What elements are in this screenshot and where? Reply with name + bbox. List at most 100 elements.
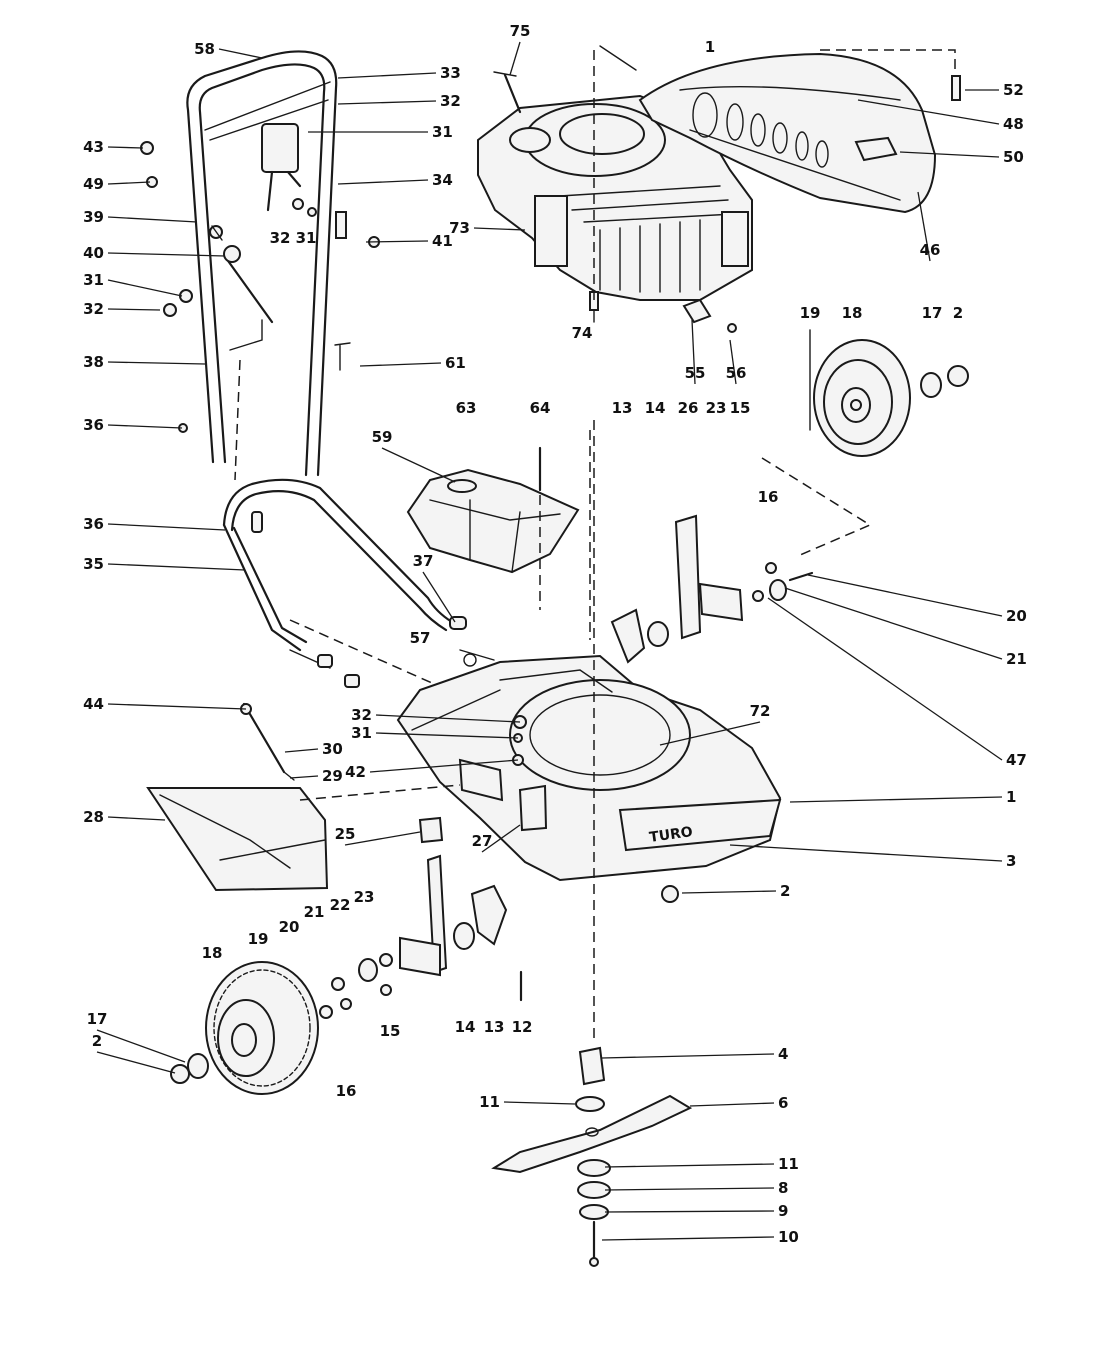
- screw-56: [727, 323, 737, 333]
- part-label-52: 52: [1003, 81, 1024, 99]
- part-label-15: 15: [380, 1022, 401, 1040]
- rear-chute: [146, 702, 461, 892]
- leader-line-37: [422, 571, 456, 623]
- part-label-15: 15: [730, 399, 751, 417]
- leader-line-47: [767, 597, 1003, 761]
- part-label-37: 37: [413, 552, 434, 570]
- part-label-4: 4: [778, 1045, 788, 1063]
- part-label-56: 56: [726, 364, 747, 382]
- leader-line-73: [473, 227, 526, 231]
- part-label-44: 44: [83, 695, 104, 713]
- leader-line-36: [107, 424, 183, 429]
- nut-32-side: [163, 303, 177, 317]
- fuel-cap: [509, 127, 551, 153]
- part-label-11: 11: [479, 1093, 500, 1111]
- part-label-14: 14: [455, 1018, 476, 1036]
- axle-parts-left: [319, 854, 523, 1019]
- part-label-16: 16: [758, 488, 779, 506]
- blade-adapter-4: [578, 1046, 606, 1086]
- washer-19-left: [319, 1005, 333, 1019]
- leader-line-32: [375, 714, 521, 723]
- cap-2-right: [947, 365, 969, 387]
- part-label-33: 33: [440, 64, 461, 82]
- part-label-31: 31: [351, 724, 372, 742]
- part-label-19: 19: [800, 304, 821, 322]
- leader-line-1: [789, 796, 1003, 803]
- part-label-36: 36: [83, 515, 104, 533]
- leader-line-46: [917, 191, 931, 262]
- part-label-8: 8: [778, 1179, 788, 1197]
- part-label-72: 72: [750, 702, 771, 720]
- part-label-64: 64: [530, 399, 551, 417]
- guard-plate: [406, 446, 580, 610]
- part-label-32: 32: [440, 92, 461, 110]
- bracket-34: [335, 211, 347, 239]
- leader-line-2: [96, 1051, 176, 1074]
- washer-14: [647, 621, 669, 647]
- leader-line-55: [691, 319, 696, 385]
- leader-line-9: [604, 1210, 775, 1213]
- part-label-47: 47: [1006, 751, 1027, 769]
- part-label-46: 46: [920, 241, 941, 259]
- leader-line-50: [899, 151, 1000, 158]
- engine-block-side: [534, 195, 568, 267]
- part-label-42: 42: [345, 763, 366, 781]
- part-label-20: 20: [1006, 607, 1027, 625]
- part-label-35: 35: [83, 555, 104, 573]
- part-label-39: 39: [83, 208, 104, 226]
- part-label-40: 40: [83, 244, 104, 262]
- part-label-32: 32: [351, 706, 372, 724]
- lower-handle: [222, 478, 521, 723]
- leader-line-25: [344, 831, 421, 846]
- leader-line-6: [689, 1102, 775, 1107]
- bolt-10: [589, 1257, 599, 1267]
- leader-line-38: [107, 361, 206, 365]
- engine: [477, 71, 753, 333]
- part-label-16: 16: [336, 1082, 357, 1100]
- part-label-9: 9: [778, 1202, 788, 1220]
- leader-line-32: [337, 100, 437, 105]
- blade-assembly: [491, 420, 693, 1267]
- part-label-14: 14: [645, 399, 666, 417]
- part-label-57: 57: [410, 629, 431, 647]
- leader-line-41: [365, 240, 429, 243]
- part-label-20: 20: [279, 918, 300, 936]
- leader-line-31: [375, 732, 519, 739]
- leader-line-58: [218, 48, 263, 59]
- part-label-61: 61: [445, 354, 466, 372]
- leader-line-42: [369, 759, 519, 773]
- rear-wheel-right: [761, 329, 969, 556]
- part-label-6: 6: [778, 1094, 788, 1112]
- leader-line-43: [107, 146, 144, 149]
- clip-55: [682, 298, 712, 324]
- leader-line-61: [359, 362, 442, 367]
- part-label-13: 13: [612, 399, 633, 417]
- part-label-22: 22: [330, 896, 351, 914]
- part-label-25: 25: [335, 825, 356, 843]
- part-label-31: 31: [432, 123, 453, 141]
- washer-17-right: [920, 372, 942, 398]
- upper-handle: [140, 50, 380, 481]
- leader-line-72: [659, 721, 761, 746]
- leader-line-32: [107, 308, 161, 311]
- blade-6: [491, 1094, 693, 1174]
- handle-sleeve-2: [344, 674, 360, 688]
- bushing-15: [752, 590, 764, 602]
- part-label-23: 23: [354, 888, 375, 906]
- axle-23: [698, 582, 744, 622]
- washer-11-bottom: [577, 1159, 611, 1177]
- engine-air-filter: [721, 211, 749, 267]
- part-label-13: 13: [484, 1018, 505, 1036]
- cap-2-left: [170, 1064, 190, 1084]
- part-label-29: 29: [322, 767, 343, 785]
- axle-parts-right: [589, 430, 814, 664]
- part-label-2: 2: [92, 1032, 102, 1050]
- handle-knob: [223, 245, 241, 263]
- bolt-31-upper: [307, 207, 317, 217]
- part-label-48: 48: [1003, 115, 1024, 133]
- washer-14-left: [453, 922, 475, 950]
- leader-line-29: [289, 775, 319, 779]
- leader-line-4: [601, 1053, 775, 1059]
- bushing-15-left: [380, 984, 392, 996]
- part-label-32: 32: [83, 300, 104, 318]
